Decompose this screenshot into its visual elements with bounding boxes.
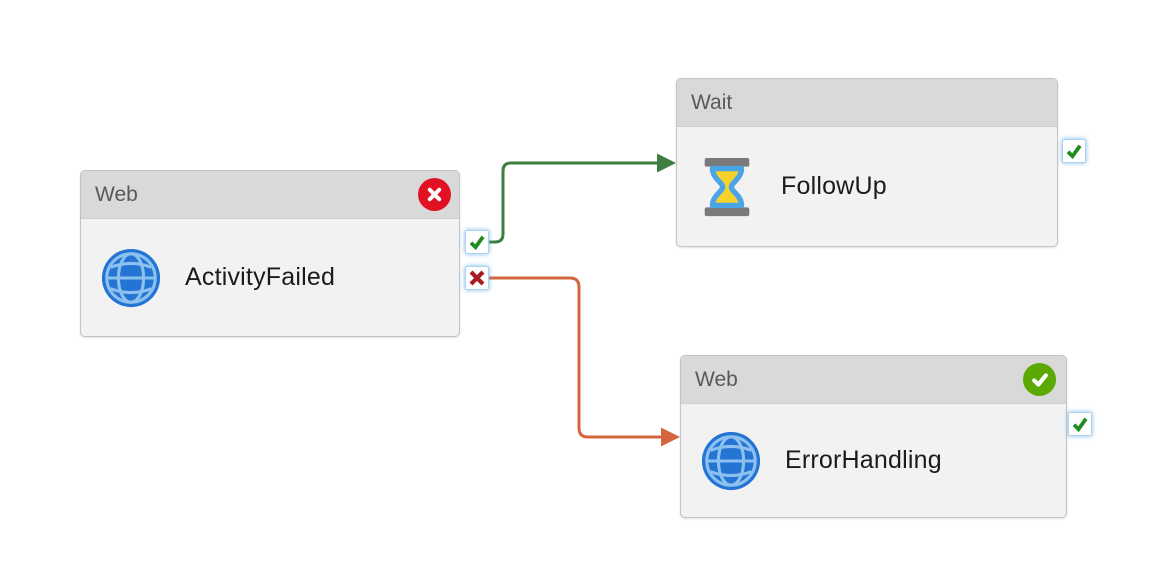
port-success-errorhandling[interactable] (1068, 412, 1092, 436)
check-icon (1072, 417, 1088, 433)
activity-type-label: Wait (691, 90, 733, 114)
hourglass-icon (704, 157, 750, 216)
node-header: Web (681, 356, 1066, 404)
check-icon (1066, 144, 1082, 160)
activity-name: FollowUp (781, 172, 887, 200)
activity-name: ActivityFailed (185, 263, 336, 291)
node-body: FollowUp (677, 127, 1057, 246)
failed-status-badge-icon (418, 178, 451, 211)
check-icon (469, 235, 485, 251)
x-icon (469, 270, 485, 286)
activity-node-errorhandling[interactable]: Web ErrorHandling (680, 355, 1067, 518)
globe-icon (701, 431, 761, 490)
node-body: ErrorHandling (681, 404, 1066, 517)
port-success-activityfailed[interactable] (465, 230, 489, 254)
node-header: Wait (677, 79, 1057, 127)
activity-type-label: Web (95, 182, 138, 206)
activity-name: ErrorHandling (785, 446, 942, 474)
arrowhead-failure (661, 427, 680, 447)
port-success-followup[interactable] (1062, 139, 1086, 163)
edge-failure-activityfailed-to-errorhandling[interactable] (489, 276, 680, 447)
arrowhead-success (657, 153, 676, 173)
node-header: Web (81, 171, 459, 219)
activity-node-followup[interactable]: Wait FollowUp (676, 78, 1058, 247)
edge-success-activityfailed-to-followup[interactable] (489, 153, 676, 244)
globe-icon (101, 248, 161, 307)
activity-type-label: Web (695, 367, 738, 391)
activity-node-activityfailed[interactable]: Web ActivityFailed (80, 170, 460, 337)
succeeded-status-badge-icon (1023, 363, 1056, 396)
node-body: ActivityFailed (81, 219, 459, 336)
port-failure-activityfailed[interactable] (465, 266, 489, 290)
